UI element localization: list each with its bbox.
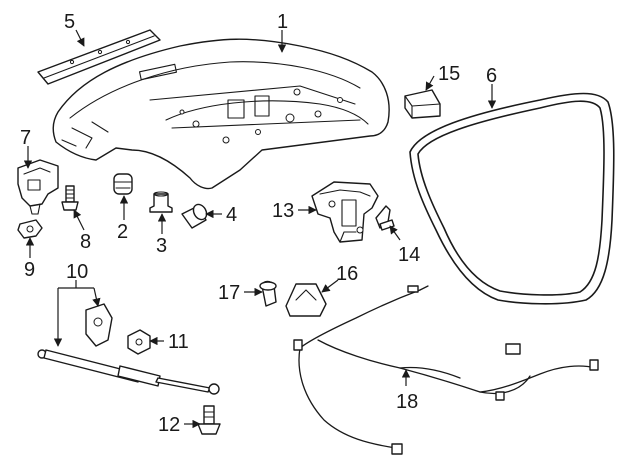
callout-15: 15 bbox=[438, 63, 460, 85]
stop-2 bbox=[113, 173, 133, 195]
button-17 bbox=[259, 280, 277, 307]
callout-13: 13 bbox=[272, 200, 294, 222]
callout-3: 3 bbox=[156, 235, 167, 257]
callout-4: 4 bbox=[226, 204, 237, 226]
wiring-harness bbox=[293, 285, 599, 455]
callout-10: 10 bbox=[66, 261, 88, 283]
callout-12: 12 bbox=[158, 414, 180, 436]
gas-strut bbox=[37, 303, 220, 395]
nut-11 bbox=[127, 329, 151, 355]
callout-6: 6 bbox=[486, 65, 497, 87]
callout-labels: 1 5 6 15 7 8 9 2 3 4 13 14 10 11 12 16 1… bbox=[20, 11, 497, 436]
bolt-12 bbox=[197, 405, 221, 435]
cushion-3 bbox=[149, 191, 173, 213]
callout-1: 1 bbox=[277, 11, 288, 33]
spoiler-strip bbox=[37, 29, 161, 85]
weatherstrip bbox=[409, 92, 615, 305]
bracket bbox=[17, 159, 59, 215]
switch-16 bbox=[285, 283, 327, 317]
latch bbox=[311, 181, 379, 243]
callout-2: 2 bbox=[117, 221, 128, 243]
callout-16: 16 bbox=[336, 263, 358, 285]
cap-4 bbox=[181, 203, 208, 229]
liftgate-panel bbox=[52, 38, 390, 190]
callout-17: 17 bbox=[218, 282, 240, 304]
nut-9 bbox=[17, 219, 43, 239]
bolt-8 bbox=[61, 185, 79, 211]
callout-11: 11 bbox=[168, 331, 189, 353]
callout-18: 18 bbox=[396, 391, 418, 413]
bumper-block bbox=[404, 89, 441, 119]
callout-9: 9 bbox=[24, 259, 35, 281]
callout-5: 5 bbox=[64, 11, 75, 33]
leader-lines bbox=[23, 29, 497, 429]
callout-7: 7 bbox=[20, 127, 31, 149]
callout-14: 14 bbox=[398, 244, 420, 266]
callout-8: 8 bbox=[80, 231, 91, 253]
pin-14 bbox=[375, 205, 395, 231]
